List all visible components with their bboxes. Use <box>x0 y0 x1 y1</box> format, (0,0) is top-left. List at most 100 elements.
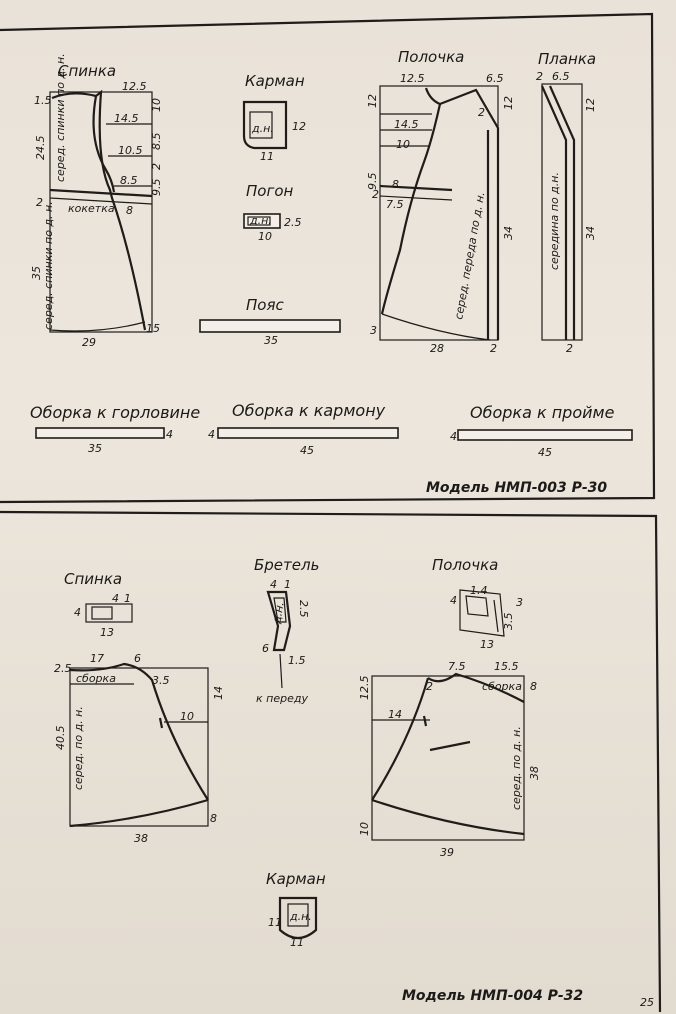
m2-back-label: 38 <box>134 832 148 845</box>
m2-front-small-label: 13 <box>480 638 494 651</box>
m1-front-label: 2 <box>478 106 485 119</box>
m1-placket-rot-label: середина по д.н. <box>548 172 561 270</box>
m1-strap-title: Погон <box>246 182 294 200</box>
m1-back-label: 8.5 <box>150 133 163 151</box>
m2-strap-title: Бретель <box>254 556 319 574</box>
m1-pocket-label: 11 <box>260 150 274 163</box>
m1-front-label: 3 <box>370 324 377 337</box>
m1-back-label: 1.5 <box>34 94 52 107</box>
m1-front-title: Полочка <box>398 48 464 66</box>
m2-front-label: 7.5 <box>448 660 466 673</box>
m2-back-small-label: 1 <box>124 592 131 605</box>
m1-back-label: 24.5 <box>34 136 47 161</box>
m1-back-label: 12.5 <box>122 80 147 93</box>
m1-front-label: 28 <box>430 342 444 355</box>
model2-frame <box>0 510 662 1013</box>
m2-front-rot-label: серед. по д. н. <box>510 726 523 810</box>
m1-front-label: 8 <box>392 178 399 191</box>
m1-ruffle-strip <box>217 427 399 439</box>
m1-front-label: 14.5 <box>394 118 419 131</box>
m2-back-label: 8 <box>210 812 217 825</box>
m1-front-label: 9.5 <box>366 173 379 191</box>
m1-placket-label: 2 <box>566 342 573 355</box>
m2-strap-pointer <box>279 653 283 689</box>
m1-belt-title: Пояс <box>246 296 284 314</box>
m1-back-label: 14.5 <box>114 112 139 125</box>
m2-front-label: 10 <box>358 822 371 836</box>
m1-back-pattern <box>49 89 153 333</box>
m1-ruffle-end: 4 <box>166 428 173 441</box>
m1-pocket-title: Карман <box>245 72 305 90</box>
m1-front-label: 10 <box>396 138 410 151</box>
m1-placket-pattern <box>540 83 583 341</box>
m2-front-label: 38 <box>528 766 541 780</box>
m2-front-small-label: 4 <box>450 594 457 607</box>
m1-back-label: 2 <box>36 196 43 209</box>
m2-pocket-label: 11 <box>290 936 304 949</box>
m1-strap-label: 2.5 <box>284 216 302 229</box>
m1-strap-label: 10 <box>258 230 272 243</box>
m1-ruffle-title: Оборка к горловине <box>30 403 200 422</box>
m1-placket-label: 2 <box>536 70 543 83</box>
m1-ruffle-length: 35 <box>88 442 102 455</box>
m1-front-label: 6.5 <box>486 72 504 85</box>
m2-back-small-piece <box>85 603 133 623</box>
m2-strap-label: 6 <box>262 642 269 655</box>
m2-back-small-label: 4 <box>74 606 81 619</box>
m1-model-title: Модель НМП-003 Р-30 <box>426 480 607 496</box>
m1-pocket-inner: д.н. <box>251 122 274 135</box>
m1-pocket-label: 12 <box>292 120 306 133</box>
m1-back-label: 10 <box>150 98 163 112</box>
m2-front-pattern <box>371 672 525 841</box>
m2-front-label: 14 <box>388 708 402 721</box>
model1-frame <box>0 12 656 504</box>
m2-front-small-label: 3.5 <box>502 613 515 631</box>
m1-back-label: 2 <box>150 163 163 170</box>
m1-back-label: 8 <box>126 204 133 217</box>
m2-pocket-inner: д.н. <box>289 910 312 923</box>
m2-front-label: 12.5 <box>358 676 371 701</box>
m2-front-small-label: 3 <box>516 596 523 609</box>
m2-strap-label: 1 <box>284 578 291 591</box>
m1-back-rot-label: серед. спинки по д. н. <box>42 201 55 330</box>
m2-back-label: 10 <box>180 710 194 723</box>
m2-pocket-title: Карман <box>266 870 326 888</box>
m1-back-yoke-label: кокетка <box>68 202 115 215</box>
m2-strap-note: к переду <box>256 692 308 705</box>
m1-ruffle-title: Оборка к пройме <box>470 403 615 422</box>
m1-front-label: 12.5 <box>400 72 425 85</box>
m2-model-title: Модель НМП-004 Р-32 <box>402 988 583 1004</box>
m1-front-label: 7.5 <box>386 198 404 211</box>
m2-back-small-label: 13 <box>100 626 114 639</box>
page-number: 25 <box>640 996 654 1009</box>
m2-back-label: 6 <box>134 652 141 665</box>
m2-back-label: 14 <box>212 686 225 700</box>
m1-ruffle-end: 4 <box>450 430 457 443</box>
m1-pocket-pattern <box>242 100 288 150</box>
m1-front-pattern <box>379 85 500 341</box>
m1-front-label: 12 <box>366 94 379 108</box>
m1-ruffle-strip <box>457 429 633 441</box>
m1-ruffle-end: 4 <box>208 428 215 441</box>
m2-front-small-label: 1.4 <box>470 584 488 597</box>
m1-back-label: 8.5 <box>120 174 138 187</box>
m2-back-label: 40.5 <box>54 726 67 751</box>
m1-belt-strip <box>199 319 341 333</box>
m2-back-label: 17 <box>90 652 104 665</box>
m1-ruffle-title: Оборка к кармону <box>232 401 386 420</box>
m1-ruffle-length: 45 <box>538 446 552 459</box>
m1-placket-label: 34 <box>584 226 597 240</box>
m2-back-label: 3.5 <box>152 674 170 687</box>
m1-back-label: 9.5 <box>150 179 163 197</box>
m2-front-label: 2 <box>426 680 433 693</box>
m2-back-rot-label: серед. по д. н. <box>72 706 85 790</box>
m1-placket-label: 6.5 <box>552 70 570 83</box>
m1-back-title: Спинка <box>58 62 116 80</box>
m1-back-label: 29 <box>82 336 96 349</box>
m1-belt-length: 35 <box>264 334 278 347</box>
m2-front-label: 39 <box>440 846 454 859</box>
m2-back-small-label: 4 <box>112 592 119 605</box>
m1-front-label: 12 <box>502 96 515 110</box>
